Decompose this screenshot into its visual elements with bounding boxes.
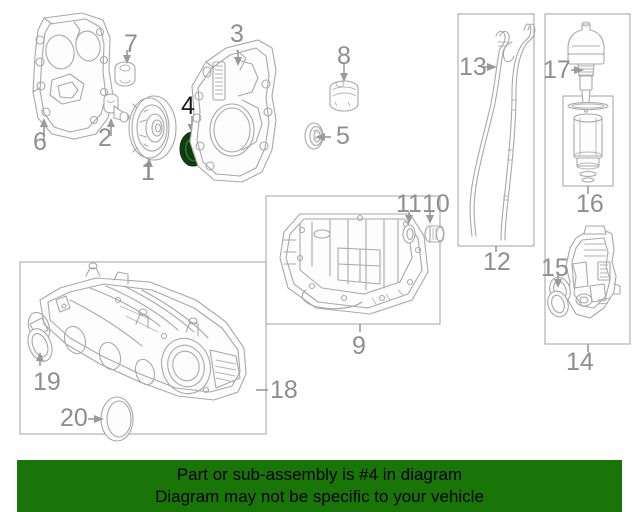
timing-case-cover-part <box>32 12 114 140</box>
callout-6-arrow <box>40 118 48 140</box>
crankshaft-pulley-part <box>128 95 177 161</box>
callout-7-arrow <box>123 50 131 64</box>
callout-label-10: 10 <box>422 190 450 218</box>
callout-3-arrow <box>234 50 242 66</box>
callout-11-arrow <box>405 212 413 224</box>
oil-filter-element-part <box>567 101 609 183</box>
oil-drain-plug-part <box>424 225 445 243</box>
callout-5-arrow <box>315 133 331 141</box>
callout-2-arrow <box>107 118 115 136</box>
callout-label-16: 16 <box>576 190 604 218</box>
callout-17-arrow <box>571 66 584 74</box>
throttle-body-gasket-part <box>100 396 134 442</box>
callout-label-18: 18 <box>270 376 298 404</box>
callout-label-9: 9 <box>352 332 366 360</box>
callout-label-17: 17 <box>543 56 571 84</box>
callout-label-20: 20 <box>60 404 88 432</box>
callout-label-15: 15 <box>541 254 569 282</box>
callout-13-arrow <box>481 63 497 71</box>
callout-1-arrow <box>145 158 153 178</box>
callout-label-12: 12 <box>483 248 511 276</box>
intake-manifold-gasket-part <box>27 328 53 362</box>
notice-line-1: Part or sub-assembly is #4 in diagram <box>176 465 463 484</box>
callout-label-11: 11 <box>396 190 422 218</box>
callout-label-2: 2 <box>98 124 112 152</box>
dipstick-guide-tube-part <box>500 23 536 241</box>
dipstick-group-box <box>457 13 535 247</box>
oil-filler-cap-part <box>329 80 359 112</box>
intake-manifold-part <box>27 262 247 401</box>
oil-dipstick-part <box>469 30 510 237</box>
notice-line-2: Diagram may not be specific to your vehi… <box>155 487 484 506</box>
callout-10-arrow <box>426 212 434 224</box>
callout-label-8: 8 <box>337 42 351 70</box>
callout-label-14: 14 <box>566 348 594 376</box>
callout-label-6: 6 <box>33 128 47 156</box>
intake-manifold-box <box>19 261 267 435</box>
callout-label-3: 3 <box>230 20 244 48</box>
oil-filter-housing-part <box>565 225 621 319</box>
bushing-part <box>114 61 136 87</box>
oil-filter-cap-part <box>567 21 605 113</box>
callout-label-5: 5 <box>336 122 350 150</box>
oil-pan-part <box>279 213 429 315</box>
timing-cover-housing-part <box>189 39 277 183</box>
callout-label-1: 1 <box>141 158 155 186</box>
callout-20-arrow <box>88 415 104 423</box>
callout-label-4: 4 <box>181 92 195 120</box>
oil-pan-group-box <box>265 195 441 325</box>
callout-8-arrow <box>340 64 348 82</box>
oil-nozzle-part <box>103 93 130 123</box>
callout-label-7: 7 <box>124 30 138 58</box>
callout-label-19: 19 <box>33 368 61 396</box>
callout-15-arrow <box>554 272 562 288</box>
callout-19-arrow <box>36 352 44 366</box>
part-notice-banner: Part or sub-assembly is #4 in diagram Di… <box>17 460 622 512</box>
drain-plug-gasket-part <box>402 224 416 244</box>
callout-label-13: 13 <box>459 53 487 81</box>
